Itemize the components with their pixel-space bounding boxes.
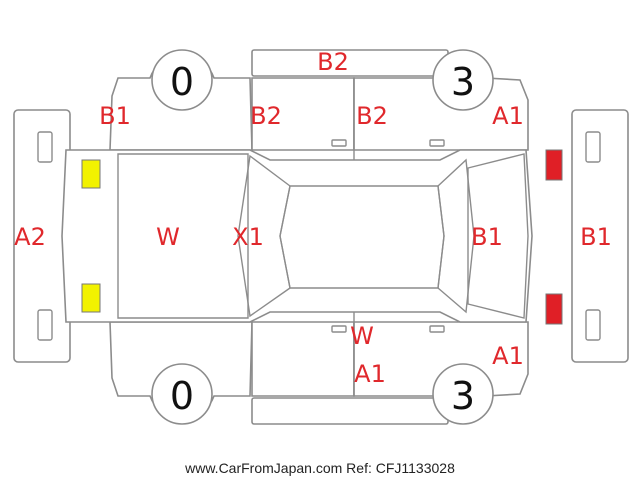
rear-bumper <box>571 109 629 363</box>
wheel-bottom-right-label: 3 <box>451 374 475 418</box>
label-rear-door-bottom-w: W <box>350 322 374 350</box>
wheel-bottom-right: 3 <box>432 363 494 425</box>
footer-credit: www.CarFromJapan.com Ref: CFJ1133028 <box>184 460 455 476</box>
top-view-body <box>61 149 533 323</box>
label-hood: W <box>156 223 180 251</box>
wheel-top-right: 3 <box>432 49 494 111</box>
label-rear-door-bottom-a1: A1 <box>354 360 386 388</box>
label-front-left-fender: B1 <box>99 102 131 130</box>
label-windshield: X1 <box>232 223 264 251</box>
wheel-bottom-left-label: 0 <box>170 374 194 418</box>
bottom-roof-strip <box>251 397 449 425</box>
wheel-top-left: 0 <box>151 49 213 111</box>
red-marker-bottom <box>545 293 563 325</box>
label-roof-top: B2 <box>317 48 349 76</box>
top-roof-strip <box>251 49 449 77</box>
label-front-door-top: B2 <box>250 102 282 130</box>
red-marker-top <box>545 149 563 181</box>
label-rear-glass: B1 <box>471 223 503 251</box>
label-rear-door-top: B2 <box>356 102 388 130</box>
label-front-bumper: A2 <box>14 223 46 251</box>
wheel-top-right-label: 3 <box>451 60 475 104</box>
yellow-marker-top <box>81 159 101 189</box>
wheel-bottom-left: 0 <box>151 363 213 425</box>
wheel-top-left-label: 0 <box>170 60 194 104</box>
yellow-marker-bottom <box>81 283 101 313</box>
label-rear-right-fender-top: A1 <box>492 102 524 130</box>
label-rear-bumper: B1 <box>580 223 612 251</box>
label-rear-right-fender-bottom: A1 <box>492 342 524 370</box>
